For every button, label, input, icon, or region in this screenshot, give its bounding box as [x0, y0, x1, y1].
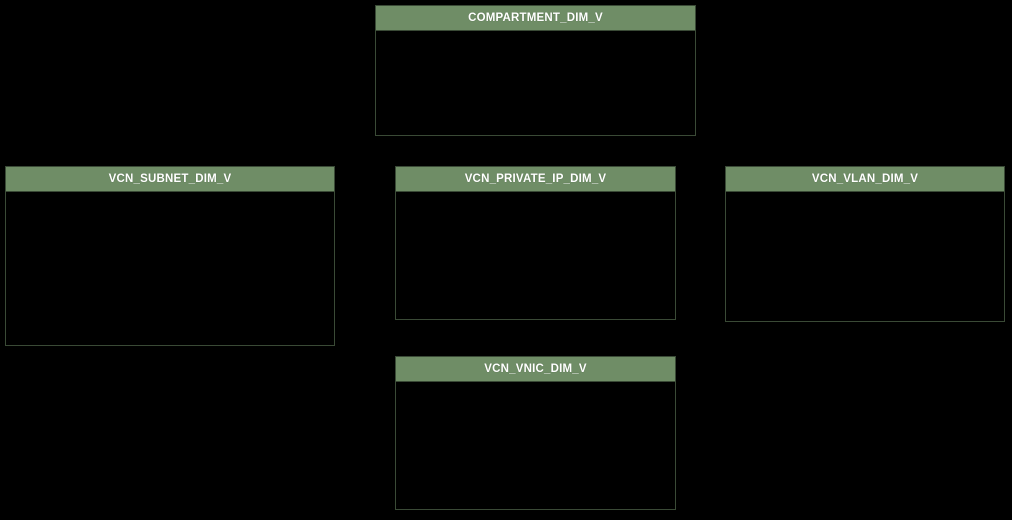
entity-body — [396, 382, 675, 509]
entity-header[interactable]: VCN_SUBNET_DIM_V — [6, 167, 334, 192]
entity-body — [376, 31, 695, 135]
entity-body — [396, 192, 675, 319]
entity-header[interactable]: COMPARTMENT_DIM_V — [376, 6, 695, 31]
entity-box[interactable]: VCN_VNIC_DIM_V — [395, 356, 676, 510]
entity-header[interactable]: VCN_PRIVATE_IP_DIM_V — [396, 167, 675, 192]
entity-body — [726, 192, 1004, 321]
entity-box[interactable]: VCN_VLAN_DIM_V — [725, 166, 1005, 322]
entity-header[interactable]: VCN_VNIC_DIM_V — [396, 357, 675, 382]
entity-box[interactable]: COMPARTMENT_DIM_V — [375, 5, 696, 136]
entity-box[interactable]: VCN_PRIVATE_IP_DIM_V — [395, 166, 676, 320]
entity-header[interactable]: VCN_VLAN_DIM_V — [726, 167, 1004, 192]
entity-body — [6, 192, 334, 345]
entity-box[interactable]: VCN_SUBNET_DIM_V — [5, 166, 335, 346]
